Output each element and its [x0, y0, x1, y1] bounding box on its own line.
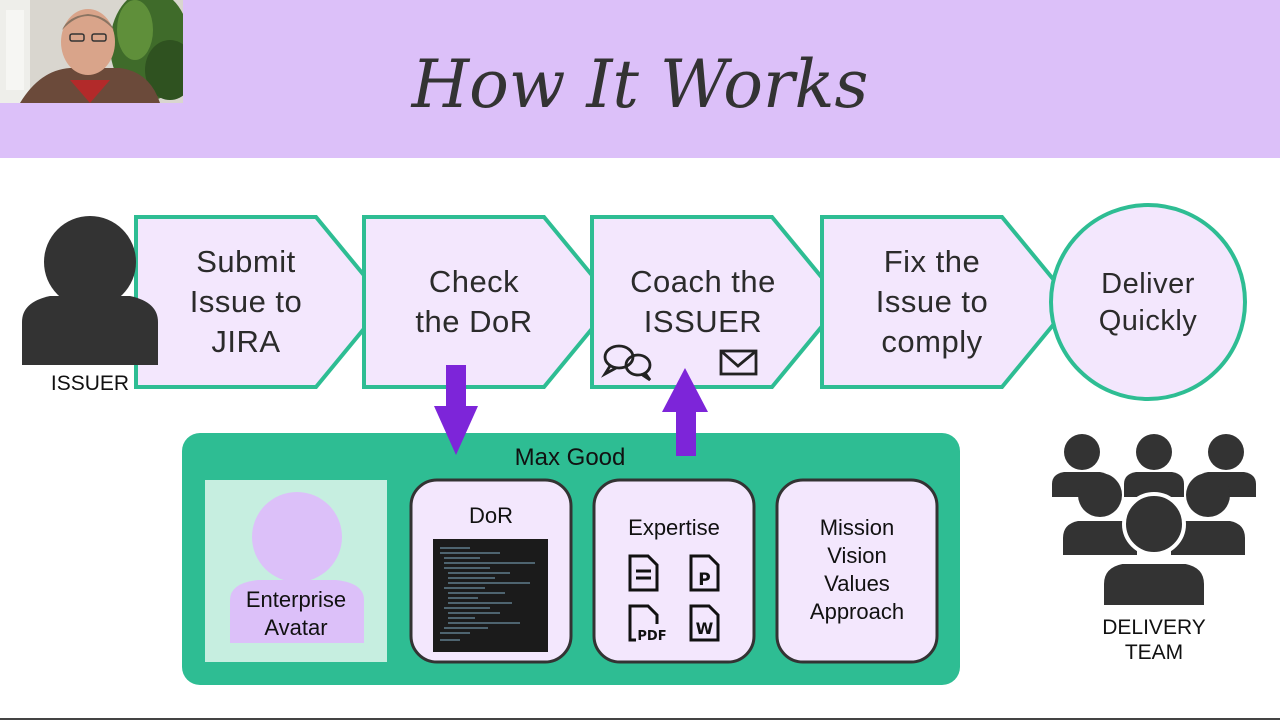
svg-text:PDF: PDF	[637, 629, 666, 644]
step-4-line-2: Issue to	[875, 284, 989, 319]
up-arrow	[662, 368, 708, 456]
word-file-icon: W	[689, 604, 720, 642]
step-3-line-1: Coach the	[630, 264, 776, 299]
max-good-title: Max Good	[514, 444, 626, 471]
step-1-line-2: Issue to	[189, 284, 303, 319]
svg-text:W: W	[696, 619, 714, 638]
presenter-webcam	[0, 0, 183, 103]
step-arrow-2	[362, 215, 617, 389]
document-icon	[628, 554, 659, 592]
deliver-text: Deliver Quickly	[1078, 266, 1218, 340]
ppt-file-icon: P	[689, 554, 720, 592]
delivery-team-group-icon	[1052, 434, 1256, 609]
step-4-line-3: comply	[881, 324, 983, 359]
deliver-circle	[1049, 203, 1247, 401]
expertise-card-title: Expertise	[628, 515, 720, 540]
mvva-line-1: Mission	[819, 515, 895, 540]
delivery-team-label: DELIVERY TEAM	[1078, 615, 1230, 665]
expertise-card	[592, 478, 756, 664]
step-2-line-1: Check	[428, 264, 520, 299]
step-1-line-3: JIRA	[211, 324, 281, 359]
step-arrow-4	[820, 215, 1075, 389]
issuer-label: ISSUER	[50, 372, 130, 395]
deliver-line-1: Deliver	[1101, 268, 1195, 300]
title-banner	[0, 0, 1280, 158]
mvva-card-text: Mission Vision Values Approach	[777, 514, 937, 626]
step-2-line-2: the DoR	[415, 304, 533, 339]
step-1-line-1: Submit	[196, 244, 296, 279]
svg-text:P: P	[698, 570, 710, 590]
mvva-card	[775, 478, 939, 664]
dor-card-title: DoR	[468, 503, 513, 528]
avatar-label-line-1: Enterprise	[245, 587, 347, 612]
pdf-file-icon: PDF	[628, 604, 668, 644]
avatar-person-icon	[230, 492, 364, 643]
delivery-team-line-1: DELIVERY	[1102, 616, 1206, 639]
step-2-text: Check the DoR	[388, 262, 560, 342]
step-4-line-1: Fix the	[883, 244, 981, 279]
slide-bottom-border	[0, 718, 1280, 720]
step-arrow-3	[590, 215, 845, 389]
down-arrow	[434, 365, 478, 455]
envelope-icon	[719, 349, 758, 376]
mvva-line-3: Values	[824, 571, 890, 596]
step-1-text: Submit Issue to JIRA	[160, 242, 332, 362]
avatar-label-line-2: Avatar	[264, 615, 328, 640]
delivery-team-line-2: TEAM	[1124, 641, 1184, 664]
dor-code-screenshot-icon	[433, 539, 548, 652]
step-3-text: Coach the ISSUER	[608, 262, 798, 342]
avatar-label: Enterprise Avatar	[205, 586, 387, 642]
mvva-line-4: Approach	[809, 599, 905, 624]
mvva-line-2: Vision	[827, 543, 887, 568]
step-3-line-2: ISSUER	[643, 304, 763, 339]
slide-title: How It Works	[411, 46, 869, 123]
chat-bubbles-icon	[600, 344, 652, 382]
issuer-person-icon	[22, 216, 158, 365]
step-4-text: Fix the Issue to comply	[846, 242, 1018, 362]
deliver-line-2: Quickly	[1098, 305, 1198, 337]
